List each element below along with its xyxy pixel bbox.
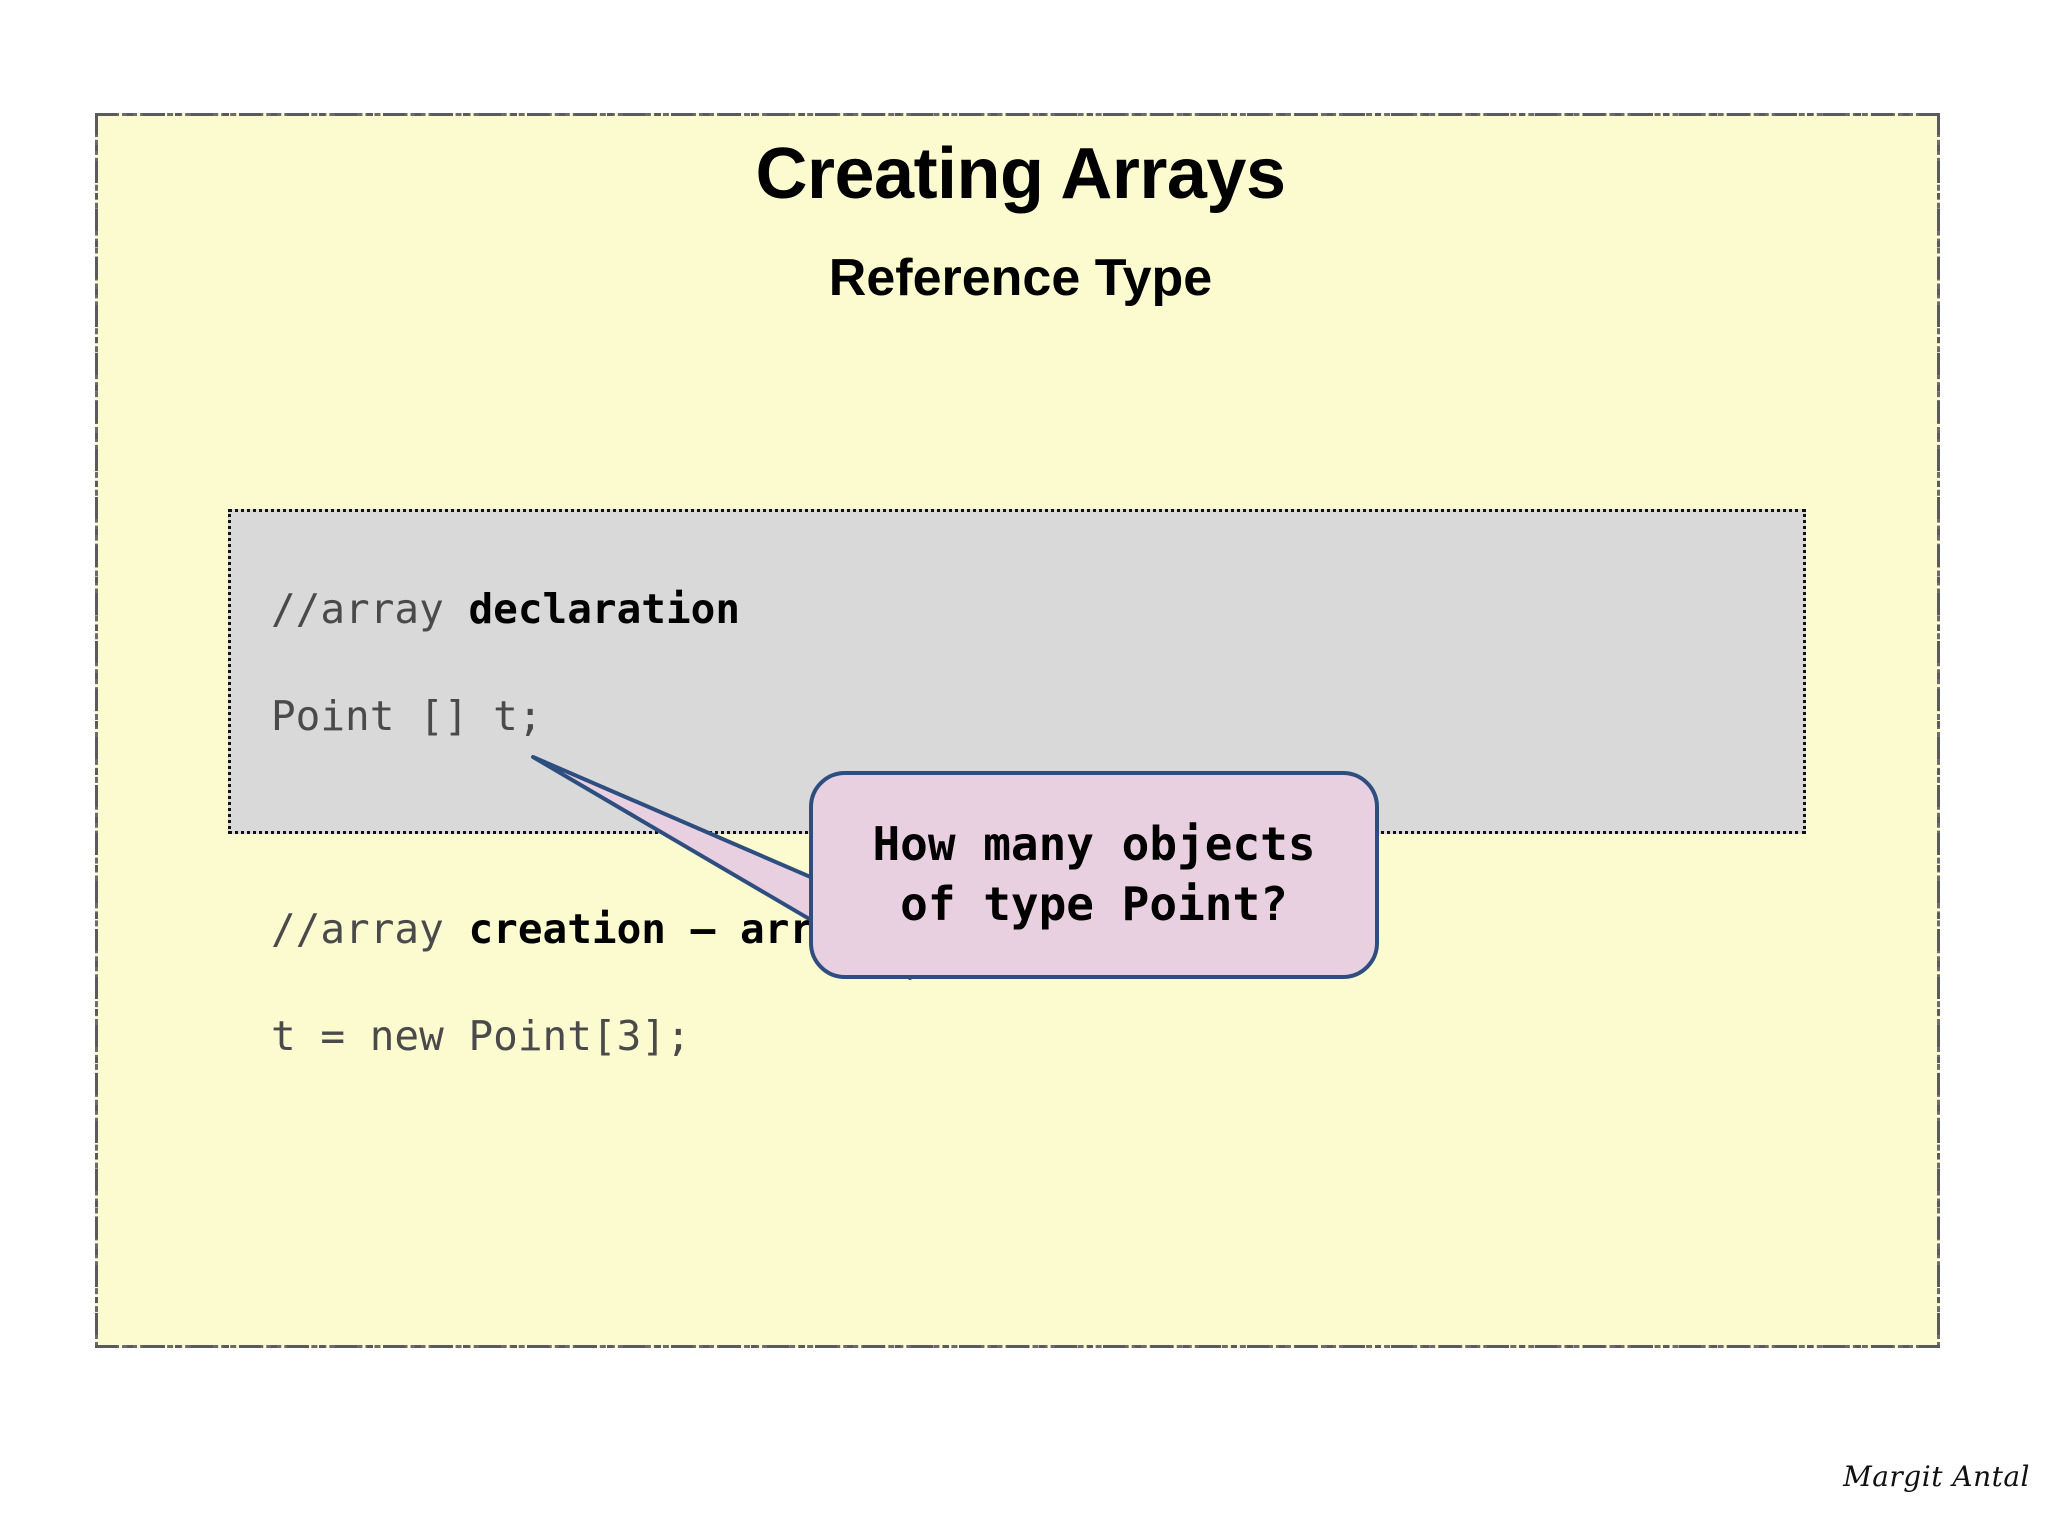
code-emphasis-1: declaration xyxy=(468,585,741,634)
code-line-5: t = new Point[3]; xyxy=(271,1011,691,1060)
code-comment-1: //array xyxy=(271,585,469,634)
callout-bubble: How many objects of type Point? xyxy=(809,771,1379,979)
code-line-1: //array declaration xyxy=(271,583,1803,636)
page-title: Creating Arrays xyxy=(755,134,1286,214)
slide-canvas: Creating Arrays Reference Type //array d… xyxy=(95,113,1940,1348)
code-comment-2: //array xyxy=(271,905,469,954)
callout-line-2: of type Point? xyxy=(900,877,1288,931)
author-signature: Margit Antal xyxy=(1843,1460,2030,1493)
callout-line-1: How many objects xyxy=(872,817,1316,872)
code-line-2: Point [] t; xyxy=(271,691,543,740)
page-subtitle: Reference Type xyxy=(828,249,1213,307)
